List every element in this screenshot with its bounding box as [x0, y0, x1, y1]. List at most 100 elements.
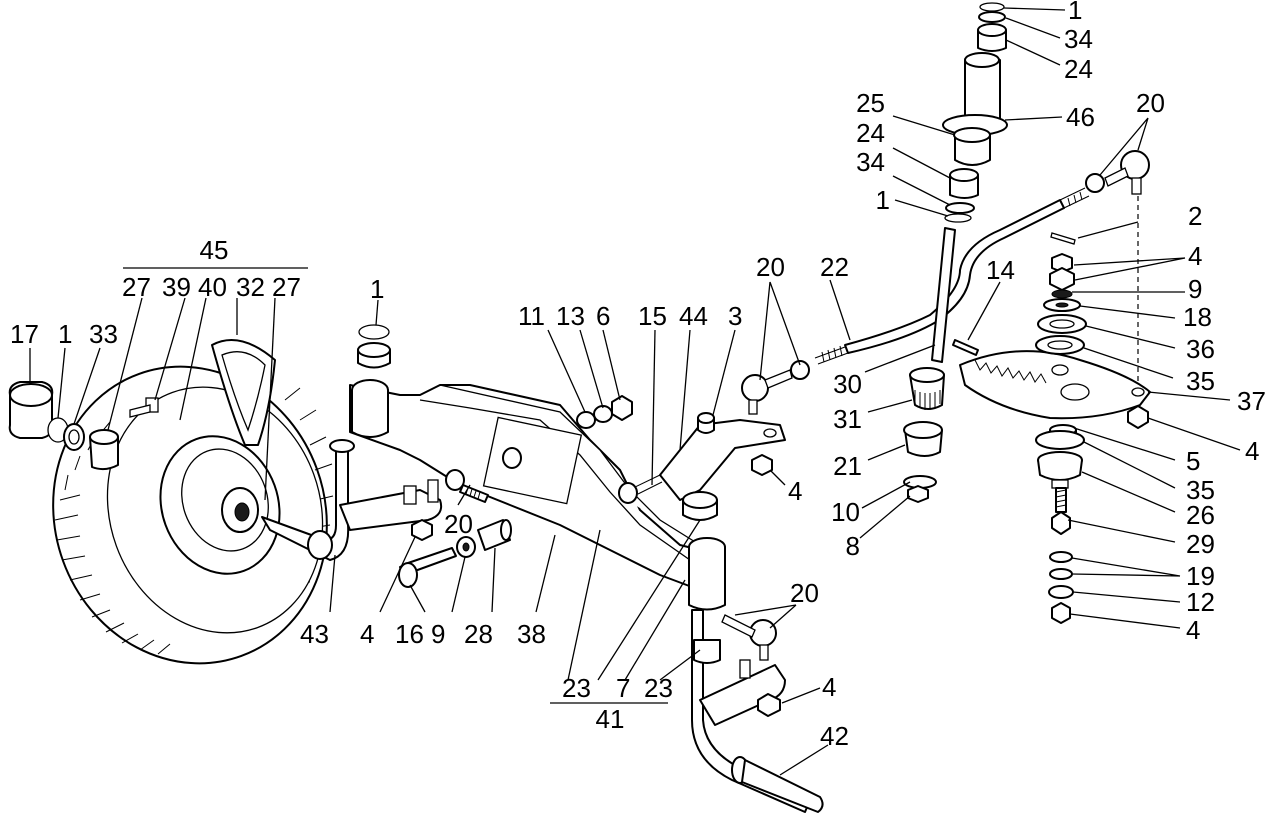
axle-pivot-hardware	[398, 519, 512, 588]
callout-8: 8	[846, 531, 860, 561]
tie-rod-bar	[844, 199, 1065, 354]
callout-3: 3	[728, 301, 742, 331]
callout-41: 41	[596, 704, 625, 734]
callout-4-low: 4	[360, 619, 374, 649]
column-washer-top	[978, 11, 1006, 23]
callout-44: 44	[679, 301, 708, 331]
sector-gear	[952, 339, 1151, 420]
left-kingpin-parts	[357, 324, 391, 369]
callout-31: 31	[833, 404, 862, 434]
callout-4-right-3: 4	[1186, 615, 1200, 645]
right-ball-joint	[721, 614, 777, 661]
callout-26: 26	[1186, 500, 1215, 530]
tie-rod	[790, 173, 1105, 380]
callout-34-mid: 34	[856, 147, 885, 177]
wheel-bearing-parts	[8, 381, 119, 471]
callout-35-right-2: 35	[1186, 475, 1215, 505]
callout-20-top-right: 20	[1136, 88, 1165, 118]
ball-joint-top-right	[1104, 150, 1150, 390]
callout-20-bottom-right: 20	[790, 578, 819, 608]
callout-1-mid: 1	[876, 185, 890, 215]
callout-9-right: 9	[1188, 274, 1202, 304]
callout-10: 10	[831, 497, 860, 527]
washer-19b	[1049, 568, 1073, 580]
callout-15: 15	[638, 301, 667, 331]
callout-24-top: 24	[1064, 54, 1093, 84]
callout-21: 21	[833, 451, 862, 481]
callout-9-low: 9	[431, 619, 445, 649]
grease-fitting	[129, 397, 159, 418]
callout-34-top: 34	[1064, 24, 1093, 54]
callout-1-kingpin: 1	[370, 274, 384, 304]
callout-43: 43	[300, 619, 329, 649]
right-spindle-shaft	[691, 609, 811, 813]
nut-bottom-right	[1051, 602, 1071, 624]
pin-14	[952, 339, 979, 356]
callout-11: 11	[518, 301, 545, 331]
cotter-pin	[1050, 232, 1076, 245]
nut-right-side	[1127, 405, 1149, 429]
callout-19: 19	[1186, 561, 1215, 591]
pivot-nut-low	[411, 519, 433, 541]
column-washer-mid	[945, 202, 975, 214]
callout-4-bottom-right: 4	[822, 672, 836, 702]
callout-46: 46	[1066, 102, 1095, 132]
callout-5: 5	[1186, 446, 1200, 476]
callout-24-mid: 24	[856, 118, 885, 148]
callout-32: 32	[236, 272, 265, 302]
nut-lower-right	[757, 693, 781, 717]
column-collar	[954, 134, 991, 166]
bracket-end	[618, 482, 638, 504]
callout-17: 17	[10, 319, 39, 349]
callout-18: 18	[1183, 302, 1212, 332]
callout-4-center: 4	[788, 476, 802, 506]
callout-40: 40	[198, 272, 227, 302]
callout-22: 22	[820, 252, 849, 282]
callout-1-left: 1	[58, 319, 72, 349]
leader-lines	[29, 7, 1241, 776]
callout-27-b: 27	[272, 272, 301, 302]
washer-35-lower	[1035, 430, 1085, 450]
callout-7: 7	[616, 673, 630, 703]
callout-38: 38	[517, 619, 546, 649]
washer-13	[593, 405, 613, 423]
callout-23-a: 23	[562, 673, 591, 703]
callout-27-a: 27	[122, 272, 151, 302]
tie-rod-nut-right	[1085, 173, 1105, 193]
tie-rod-nut-left	[790, 360, 810, 380]
callout-6: 6	[596, 301, 610, 331]
washer-12	[1048, 585, 1074, 599]
callout-23-b: 23	[644, 673, 673, 703]
callout-30: 30	[833, 369, 862, 399]
hub-cap-inner	[221, 351, 266, 432]
right-spindle-collar	[693, 639, 721, 664]
nut-6	[611, 395, 633, 421]
axle-pivot-hole	[502, 447, 522, 469]
bracket-fasteners	[576, 395, 633, 429]
sector-teeth	[974, 359, 1047, 384]
left-spindle	[261, 439, 443, 561]
washer-19a	[1049, 551, 1073, 563]
callout-12: 12	[1186, 587, 1215, 617]
callout-25: 25	[856, 88, 885, 118]
washer-9-right	[1051, 289, 1073, 299]
callout-33: 33	[89, 319, 118, 349]
callout-4-right-2: 4	[1245, 436, 1259, 466]
axle-beam	[349, 379, 726, 611]
sector-upper-stack	[1035, 232, 1087, 355]
callout-28: 28	[464, 619, 493, 649]
column-circlip-mid	[944, 213, 972, 223]
callouts: 1 34 24 25 24 34 1 46 20 2 4 9 18 36 35 …	[10, 0, 1266, 751]
nut-upper-2	[1049, 267, 1075, 291]
circlip-left	[358, 324, 390, 340]
callout-1-top: 1	[1068, 0, 1082, 25]
callout-16: 16	[395, 619, 424, 649]
callout-37: 37	[1237, 386, 1266, 416]
wheel-assembly	[52, 339, 334, 665]
callout-2: 2	[1188, 201, 1202, 231]
callout-39: 39	[162, 272, 191, 302]
nut-upper	[1051, 253, 1073, 273]
callout-13: 13	[556, 301, 585, 331]
hub-center	[234, 502, 250, 522]
steering-shaft	[931, 227, 956, 363]
